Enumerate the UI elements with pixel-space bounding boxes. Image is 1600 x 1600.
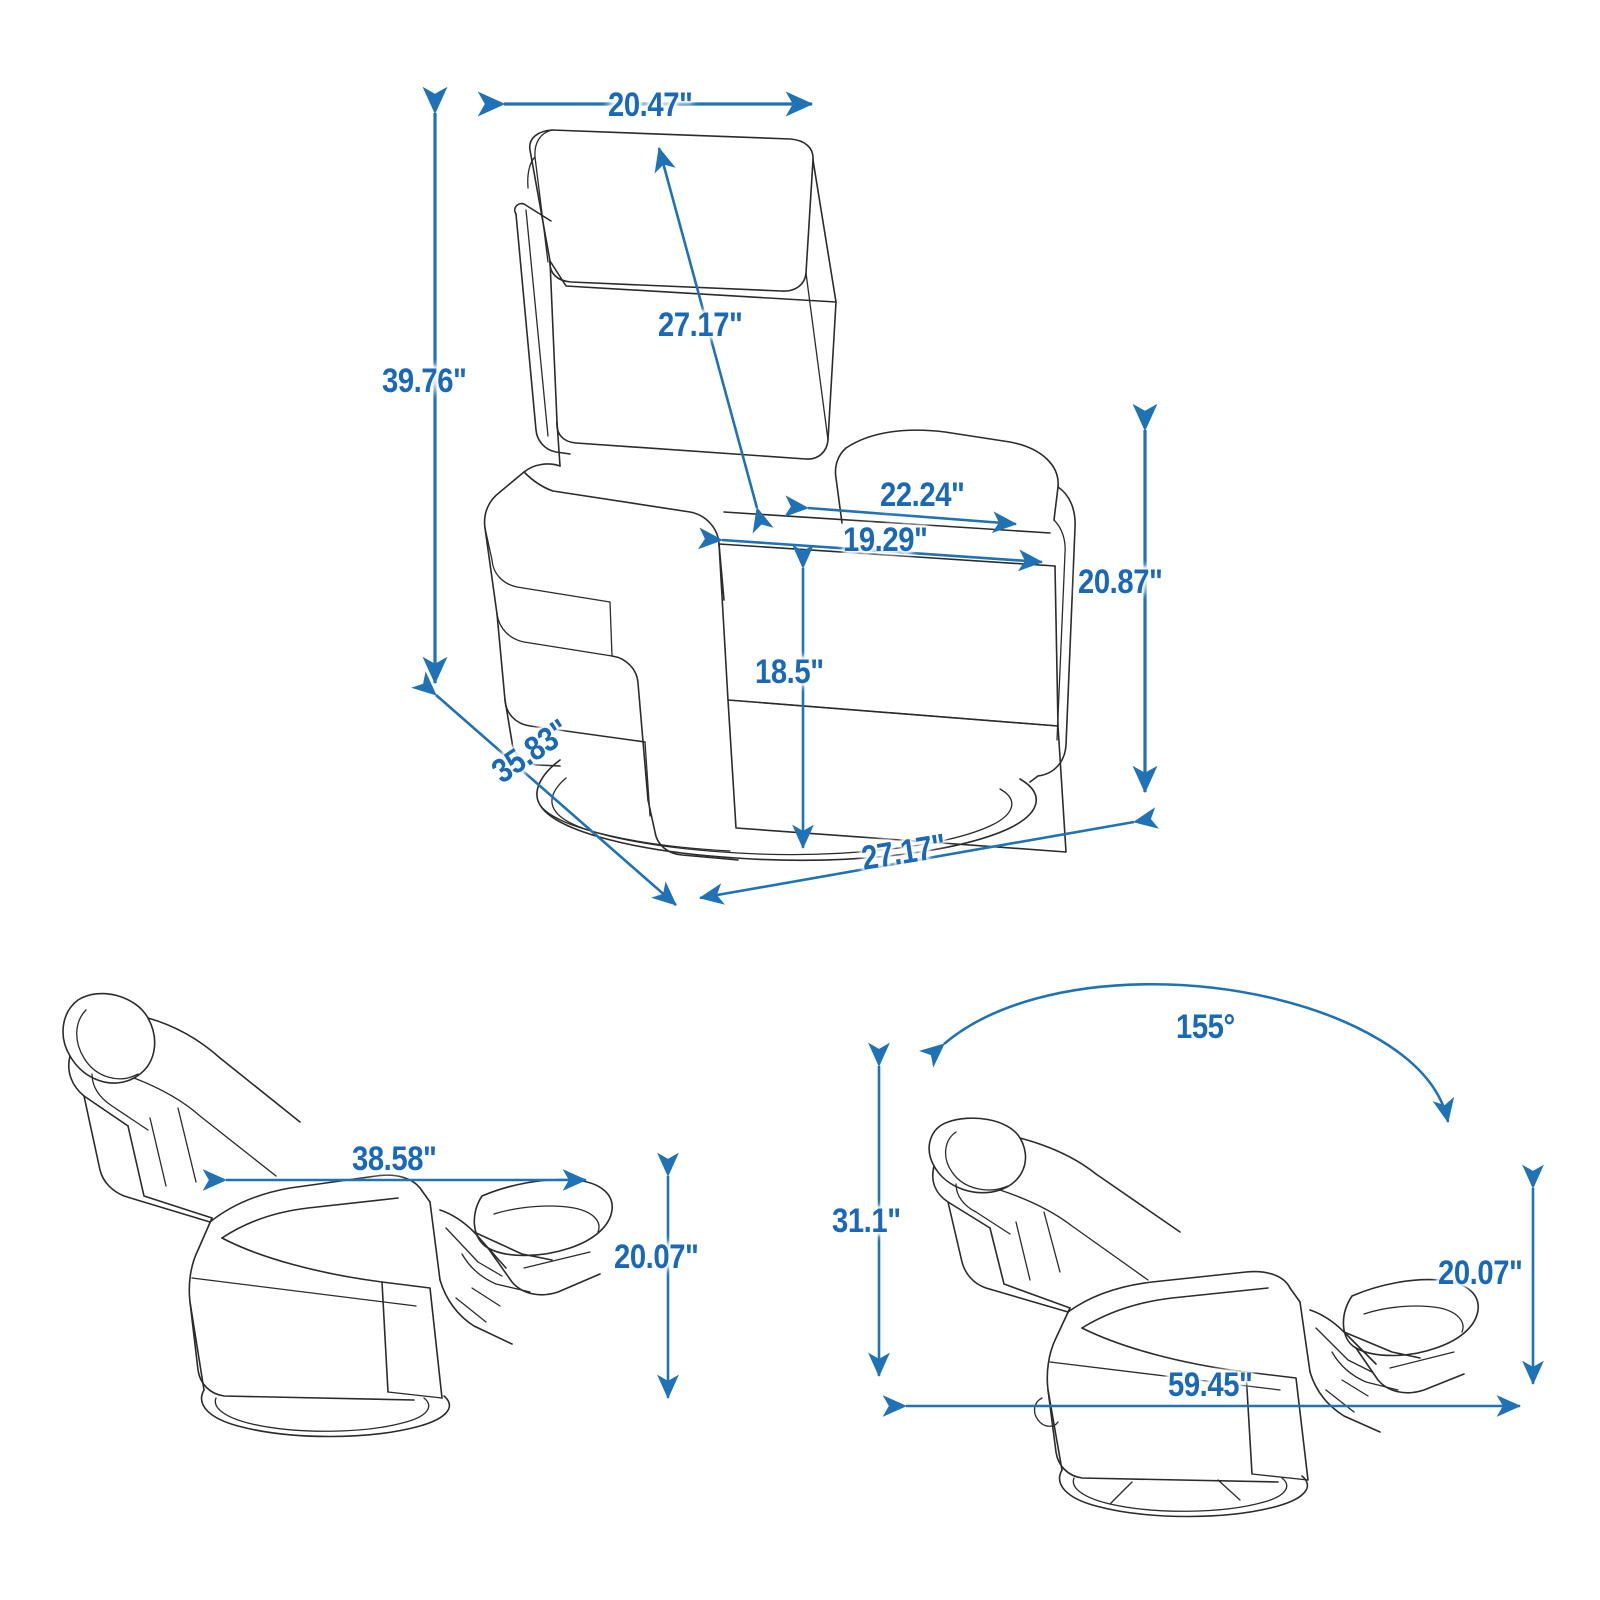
dim-arrow-overall-depth-diagonal: [411, 671, 677, 906]
dim-arrow-base-depth: [698, 807, 1159, 905]
dim-arrow-seat-width: [697, 527, 1044, 572]
dim-arc-recline-angle: [919, 983, 1455, 1124]
dim-arrow-seat-depth-outer: [783, 495, 1018, 534]
dim-arrow-backrest-height: [654, 146, 774, 534]
fully-reclined-chair: [928, 1117, 1479, 1518]
